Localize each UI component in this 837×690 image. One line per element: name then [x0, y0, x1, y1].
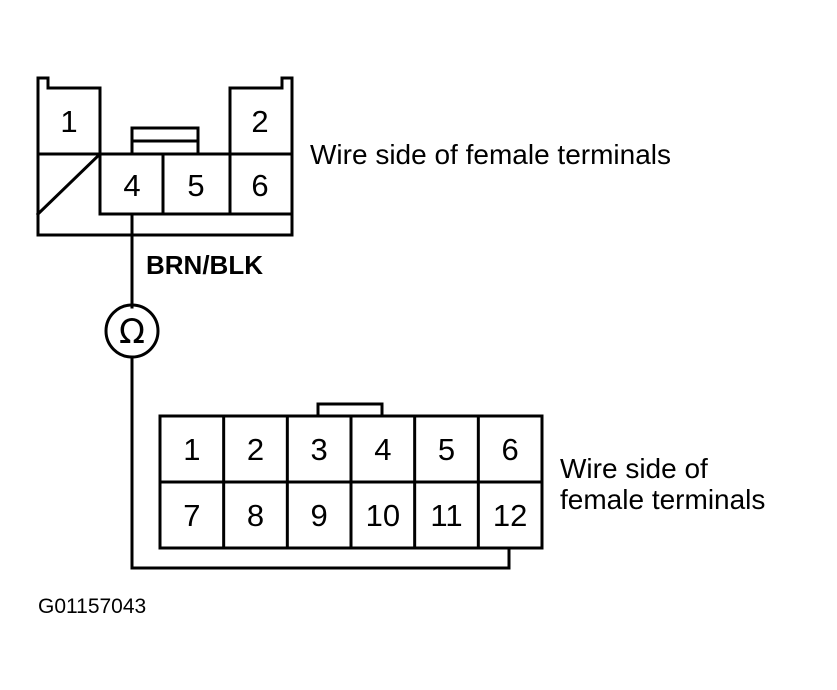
connector-a-housing: [36, 76, 294, 237]
connector-a-pin-5: 5: [187, 168, 204, 203]
connector-b-pin-3: 3: [311, 432, 328, 467]
test-lead: Ω: [104, 212, 511, 570]
connector-a-pin-2: 2: [251, 104, 268, 139]
connector-a-caption: Wire side of female terminals: [310, 139, 671, 170]
connector-b-pin-1: 1: [183, 432, 200, 467]
connector-b-caption-line2: female terminals: [560, 484, 765, 515]
connector-a-pin-1: 1: [60, 104, 77, 139]
connector-b-pin-10: 10: [366, 498, 400, 533]
connector-b-pin-5: 5: [438, 432, 455, 467]
test-lead-lower: [130, 355, 511, 570]
connector-b-lock-tab: [316, 402, 384, 418]
connector-a-pin-4: 4: [123, 168, 140, 203]
connector-b-pin-4: 4: [374, 432, 391, 467]
connector-b-pin-6: 6: [502, 432, 519, 467]
connector-b-pin-11: 11: [430, 498, 462, 533]
connector-a-pin-6: 6: [251, 168, 268, 203]
connector-b-pin-8: 8: [247, 498, 264, 533]
connector-b-pin-7: 7: [183, 498, 200, 533]
connector-b-caption-line1: Wire side of: [560, 453, 708, 484]
figure-id: G01157043: [38, 595, 146, 618]
connector-b-pin-9: 9: [311, 498, 328, 533]
wire-color-label: BRN/BLK: [146, 250, 263, 280]
connector-b-pin-12: 12: [493, 498, 527, 533]
ohmmeter-symbol: Ω: [119, 312, 145, 352]
connector-a: 1 2 4 5 6: [35, 76, 294, 237]
connector-a-blank-cavity: [35, 151, 103, 217]
connector-b-pin-2: 2: [247, 432, 264, 467]
